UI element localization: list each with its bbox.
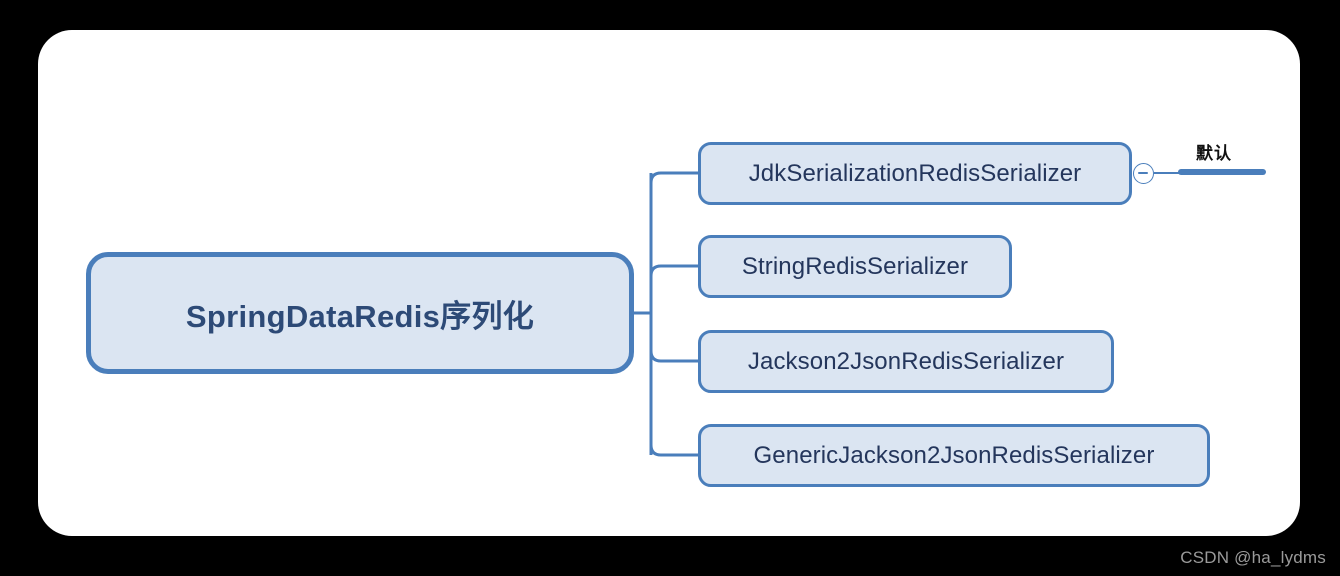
- mindmap-child-node-jackson2jsonredisserializer[interactable]: Jackson2JsonRedisSerializer: [698, 330, 1114, 393]
- watermark: CSDN @ha_lydms: [1180, 548, 1326, 567]
- mindmap-child-label: Jackson2JsonRedisSerializer: [747, 347, 1065, 375]
- mindmap-child-label: JdkSerializationRedisSerializer: [748, 159, 1082, 187]
- minus-bar: [1138, 172, 1148, 174]
- mindmap-child-node-stringredisserializer[interactable]: StringRedisSerializer: [698, 235, 1012, 298]
- circle-minus-icon[interactable]: [1133, 163, 1154, 184]
- default-branch-label: 默认: [1196, 144, 1232, 163]
- mindmap-root-node[interactable]: SpringDataRedis序列化: [86, 252, 634, 374]
- mindmap-child-node-jdkserializationredisserializer[interactable]: JdkSerializationRedisSerializer: [698, 142, 1132, 205]
- mindmap-child-label: GenericJackson2JsonRedisSerializer: [753, 441, 1155, 469]
- default-branch-bar: [1178, 169, 1266, 175]
- mindmap-child-node-genericjackson2jsonredisserializer[interactable]: GenericJackson2JsonRedisSerializer: [698, 424, 1210, 487]
- mindmap-child-label: StringRedisSerializer: [741, 252, 969, 280]
- mindmap-root-label: SpringDataRedis序列化: [185, 298, 535, 334]
